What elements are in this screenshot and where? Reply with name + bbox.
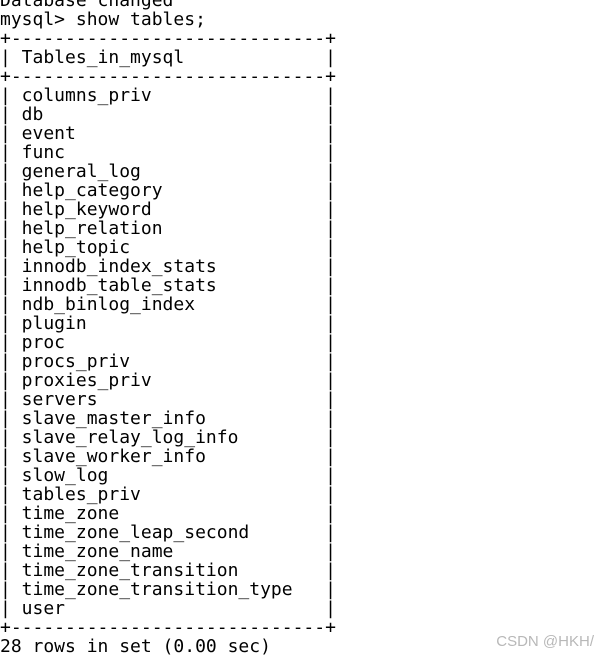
table-row: | slave_relay_log_info | [0,427,336,448]
table-row: | innodb_index_stats | [0,256,336,277]
table-row: | func | [0,142,336,163]
table-row: | general_log | [0,161,336,182]
table-row: | procs_priv | [0,351,336,372]
table-row: | proc | [0,332,336,353]
table-row: | proxies_priv | [0,370,336,391]
table-row: | slow_log | [0,465,336,486]
table-header: | Tables_in_mysql | [0,47,336,68]
table-rows: | columns_priv || db || event || func ||… [0,86,600,618]
table-row: | ndb_binlog_index | [0,294,336,315]
table-row: | plugin | [0,313,336,334]
table-row: | help_keyword | [0,199,336,220]
table-row: | help_relation | [0,218,336,239]
table-border-top: +-----------------------------+ [0,28,336,49]
command-prompt: mysql> show tables; [0,9,206,30]
table-border-bottom: +-----------------------------+ [0,617,336,638]
table-row: | db | [0,104,336,125]
table-row: | help_category | [0,180,336,201]
table-row: | help_topic | [0,237,336,258]
table-row: | event | [0,123,336,144]
table-row: | time_zone | [0,503,336,524]
table-row: | innodb_table_stats | [0,275,336,296]
table-row: | user | [0,598,336,619]
result-summary: 28 rows in set (0.00 sec) [0,636,271,657]
table-row: | servers | [0,389,336,410]
table-row: | time_zone_name | [0,541,336,562]
result-table: +-----------------------------+ | Tables… [0,29,600,637]
table-row: | slave_worker_info | [0,446,336,467]
table-border-middle: +-----------------------------+ [0,66,336,87]
table-row: | time_zone_transition_type | [0,579,336,600]
status-line: Database changed [0,0,174,11]
table-row: | time_zone_leap_second | [0,522,336,543]
table-row: | slave_master_info | [0,408,336,429]
table-row: | time_zone_transition | [0,560,336,581]
table-row: | tables_priv | [0,484,336,505]
watermark: CSDN @HKH/ [496,633,594,650]
table-row: | columns_priv | [0,85,336,106]
